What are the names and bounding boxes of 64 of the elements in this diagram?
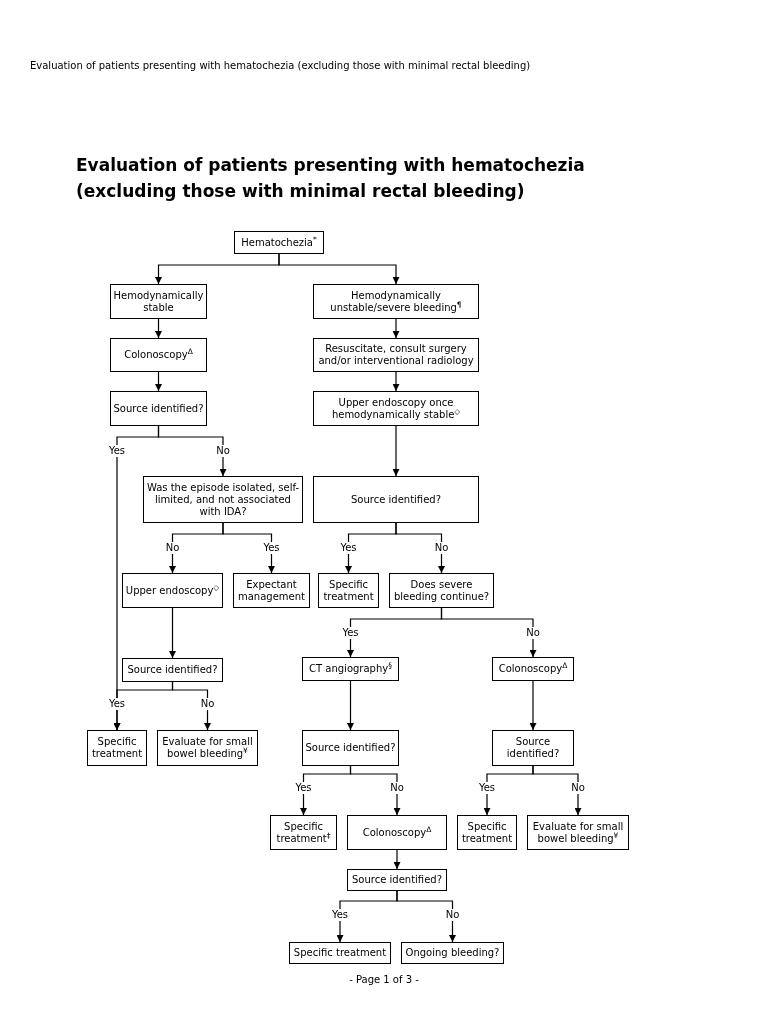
process-box: Source identified? <box>313 476 479 523</box>
edge-label: No <box>444 909 461 921</box>
process-box: Source identified? <box>492 730 574 766</box>
process-box: Source identified? <box>302 730 399 766</box>
edge-label: No <box>389 782 405 794</box>
process-box: Source identified? <box>347 869 447 891</box>
process-box: Evaluate for small bowel bleeding$^{¥}$ <box>527 815 629 850</box>
diagram-title: Evaluation of patients presenting with hematochezia (excluding those with minimal rectal bleeding) <box>76 154 586 203</box>
arrow <box>529 680 537 731</box>
process-box: Expectant management <box>233 573 310 608</box>
process-box: Hemodynamically stable <box>110 284 207 319</box>
process-box: CT angiography$^{§}$ <box>302 657 399 681</box>
process-box: Specific treatment <box>289 942 391 964</box>
edge-label: Yes <box>262 542 281 554</box>
arrow <box>395 522 445 574</box>
process-box: Specific treatment <box>87 730 147 766</box>
process-box: Evaluate for small bowel bleeding$^{¥}$ <box>157 730 258 766</box>
edge-label: Yes <box>294 782 313 794</box>
edge-label: No <box>199 698 216 710</box>
process-box: Upper endoscopy once hemodynamically stable$^{◇}$ <box>313 391 479 426</box>
arrow <box>392 371 400 392</box>
arrow <box>349 765 401 816</box>
process-box: Does severe bleeding continue? <box>389 573 494 608</box>
process-box: Hematochezia$^{*}$ <box>234 231 324 254</box>
process-box: Hemodynamically unstable/severe bleeding$^{¶}$ <box>313 284 479 319</box>
arrow <box>171 681 211 731</box>
arrow <box>393 849 401 870</box>
arrow <box>532 765 582 816</box>
process-box: Colonoscopy$^{Δ}$ <box>110 338 207 372</box>
page-header-text: Evaluation of patients presenting with hematochezia (excluding those with minimal rectal bleeding) <box>30 59 531 73</box>
edge-label: No <box>164 542 181 554</box>
edge-label: No <box>525 627 541 639</box>
edge-label: No <box>215 445 231 457</box>
process-box: Source identified? <box>110 391 207 426</box>
page-number: - Page 1 of 3 - <box>349 973 419 987</box>
edge-label: Yes <box>341 627 360 639</box>
arrow <box>278 253 400 285</box>
process-box: Specific treatment$^{‡}$ <box>270 815 337 850</box>
process-box: Source identified? <box>122 658 223 682</box>
process-box: Colonoscopy$^{Δ}$ <box>347 815 447 850</box>
arrow <box>155 318 162 339</box>
process-box: Specific treatment <box>318 573 379 608</box>
edge-label: No <box>570 782 586 794</box>
arrow <box>392 318 400 339</box>
arrow <box>347 680 354 731</box>
arrow <box>169 607 176 659</box>
process-box: Was the episode isolated, self-limited, and not associated with IDA? <box>143 476 303 523</box>
edge-label: Yes <box>107 445 127 457</box>
arrow <box>440 607 537 658</box>
arrow <box>157 425 227 477</box>
edge-label: Yes <box>330 909 350 921</box>
arrow <box>396 890 456 943</box>
edge-label: Yes <box>107 698 127 710</box>
process-box: Ongoing bleeding? <box>401 942 504 964</box>
process-box: Upper endoscopy$^{◇}$ <box>122 573 223 608</box>
process-box: Colonoscopy$^{Δ}$ <box>492 657 574 681</box>
arrow <box>392 425 400 477</box>
process-box: Resuscitate, consult surgery and/or interventional radiology <box>313 338 479 372</box>
edge-label: Yes <box>477 782 497 794</box>
arrow <box>222 522 275 574</box>
arrow <box>155 371 162 392</box>
edge-label: Yes <box>339 542 358 554</box>
edge-label: No <box>433 542 450 554</box>
process-box: Specific treatment <box>457 815 517 850</box>
